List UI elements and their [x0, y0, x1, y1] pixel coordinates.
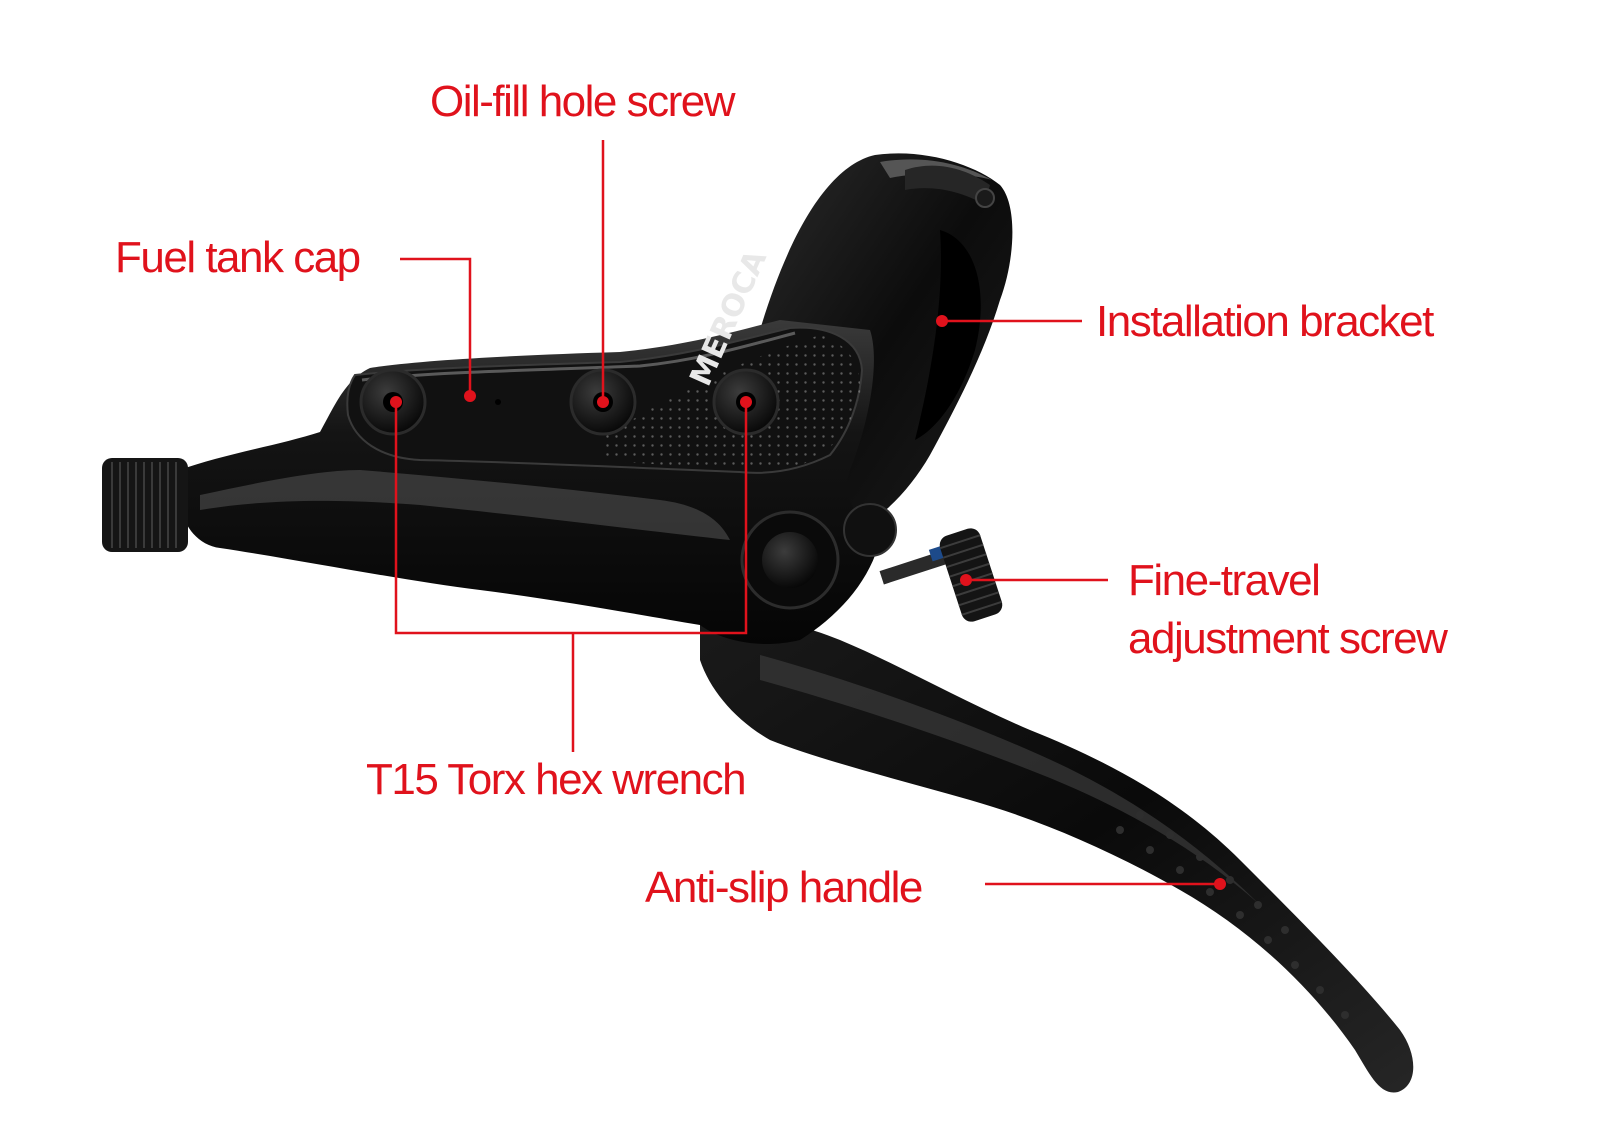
label-fine-travel-line1: Fine-travel [1128, 556, 1321, 605]
label-fine-travel-line2: adjustment screw [1128, 614, 1448, 663]
master-cylinder-body [180, 320, 897, 645]
label-installation-bracket: Installation bracket [1096, 297, 1434, 346]
label-t15-torx-hex-wrench: T15 Torx hex wrench [366, 755, 747, 804]
leader-dots [390, 315, 1226, 890]
label-fuel-tank-cap: Fuel tank cap [115, 233, 361, 282]
fuel-tank-cap-vent [495, 399, 501, 405]
label-oil-fill-hole-screw: Oil-fill hole screw [430, 77, 736, 126]
leader-lines [394, 140, 1220, 886]
label-anti-slip-handle: Anti-slip handle [645, 863, 923, 912]
reservoir-end-cap [102, 458, 188, 552]
anti-slip-handle-shape [700, 617, 1414, 1093]
fine-travel-adjustment-screw-shape [879, 528, 1003, 622]
leader-fuel-tank-cap [400, 257, 472, 396]
leader-t15-torx-wrench [394, 402, 748, 635]
